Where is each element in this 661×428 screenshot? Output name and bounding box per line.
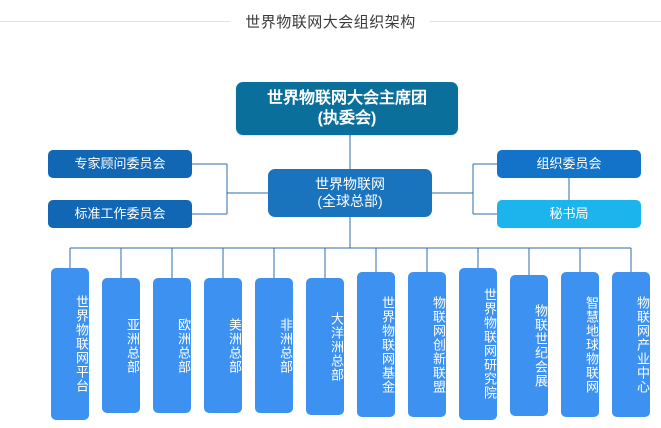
node-expert-advisory-committee[interactable]: 专家顾问委员会 bbox=[48, 150, 192, 178]
leaf-node[interactable]: 物联网创新联盟 bbox=[408, 272, 446, 417]
node-global-headquarters[interactable]: 世界物联网 (全球总部) bbox=[268, 169, 432, 217]
page-title: 世界物联网大会组织架构 bbox=[245, 13, 416, 31]
title-rule-left bbox=[0, 20, 232, 22]
node-secretariat[interactable]: 秘书局 bbox=[497, 200, 641, 228]
leaf-node[interactable]: 物联世纪会展 bbox=[510, 275, 548, 416]
leaf-node[interactable]: 亚洲总部 bbox=[102, 278, 140, 413]
title-rule-right bbox=[429, 20, 661, 22]
chart-title-bar: 世界物联网大会组织架构 bbox=[0, 0, 661, 42]
leaf-node[interactable]: 世界物联网基金 bbox=[357, 272, 395, 417]
node-organizing-committee[interactable]: 组织委员会 bbox=[497, 150, 641, 178]
leaf-node[interactable]: 美洲总部 bbox=[204, 278, 242, 413]
leaf-node[interactable]: 世界物联网平台 bbox=[51, 268, 89, 420]
leaf-node[interactable]: 物联网产业中心 bbox=[612, 272, 650, 417]
leaf-node[interactable]: 非洲总部 bbox=[255, 278, 293, 413]
leaf-node[interactable]: 智慧地球物联网 bbox=[561, 272, 599, 417]
leaf-node[interactable]: 大洋洲总部 bbox=[306, 278, 344, 415]
node-chairman-committee[interactable]: 世界物联网大会主席团 (执委会) bbox=[236, 82, 458, 135]
node-standards-working-committee[interactable]: 标准工作委员会 bbox=[48, 200, 192, 228]
leaf-node[interactable]: 世界物联网研究院 bbox=[459, 268, 497, 420]
leaf-node[interactable]: 欧洲总部 bbox=[153, 278, 191, 413]
